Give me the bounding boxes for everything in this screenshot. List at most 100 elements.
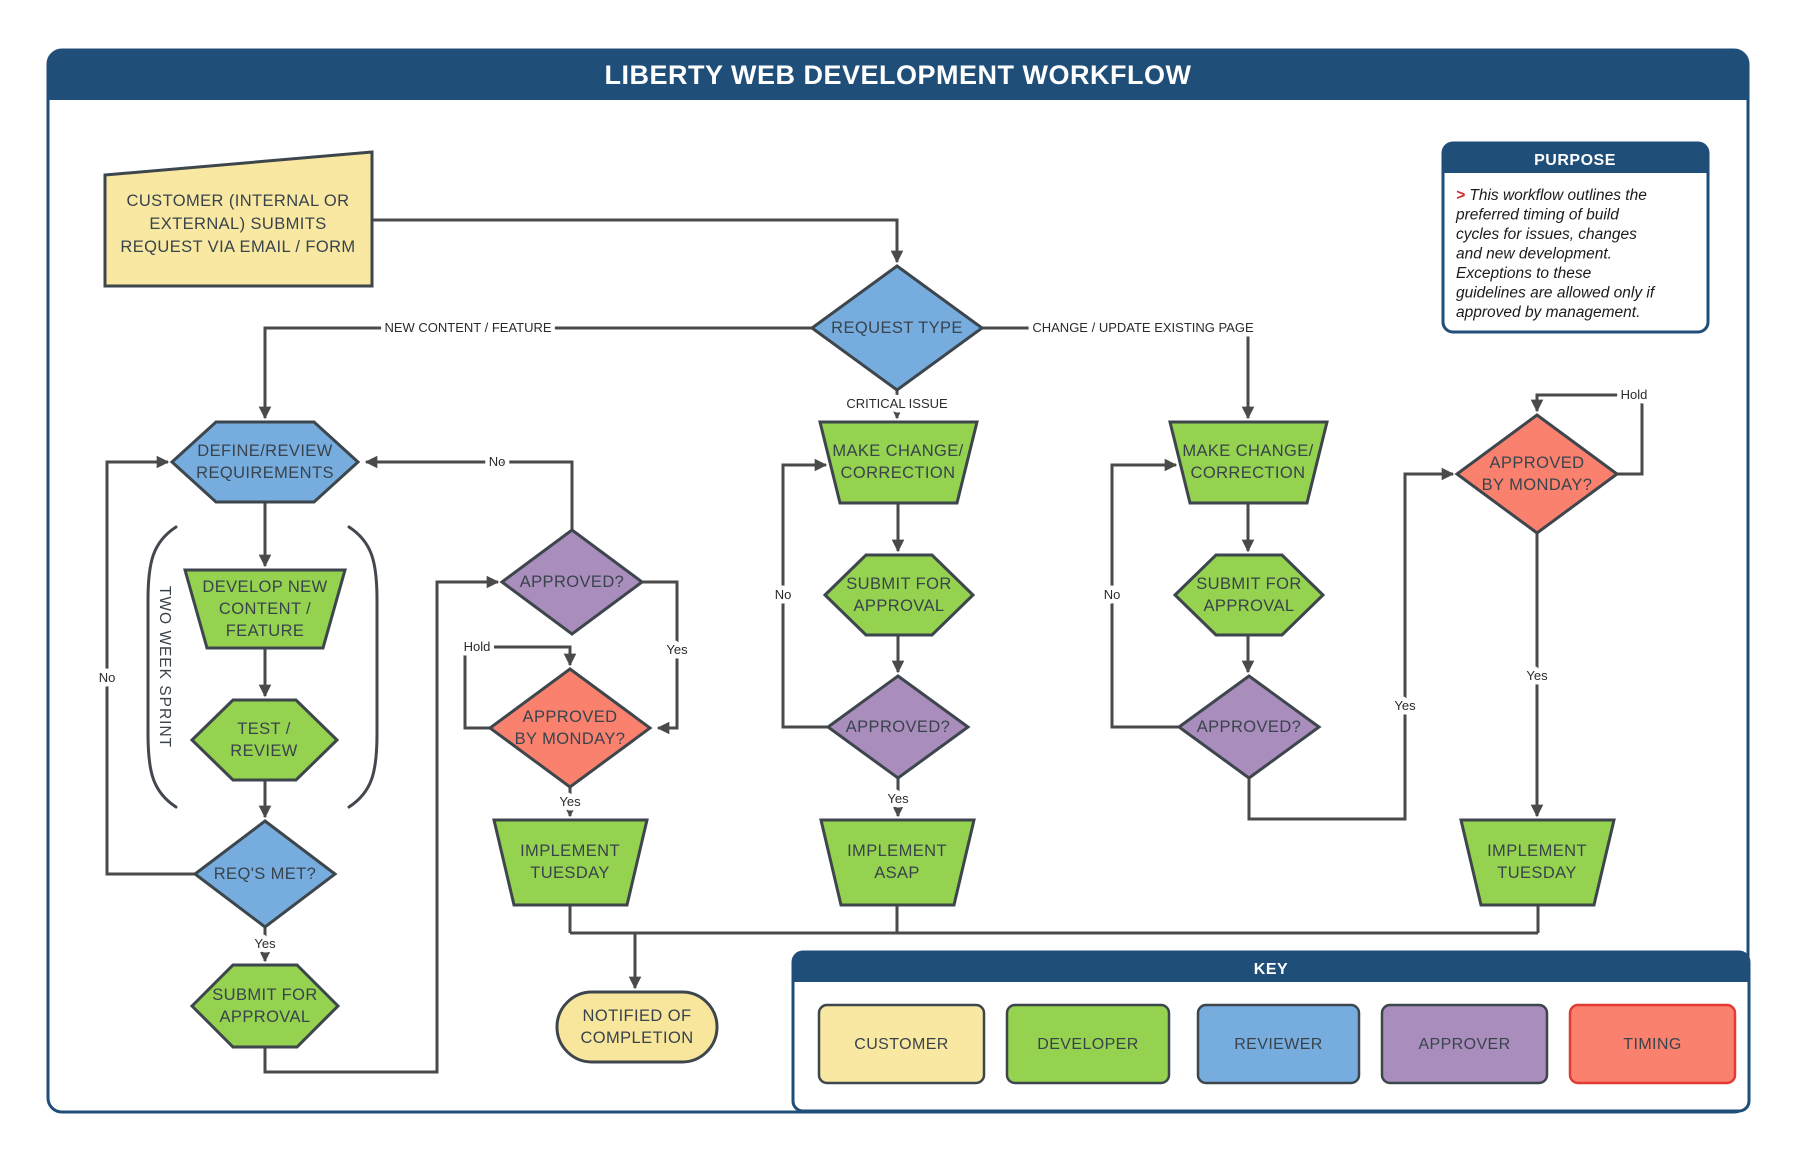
edge-label: Yes: [1394, 698, 1416, 713]
key-item-reviewer: REVIEWER: [1196, 1003, 1361, 1085]
purpose-line-6: guidelines are allowed only if: [1456, 285, 1656, 302]
submit-for-approval-critical-label: SUBMIT FOR: [846, 575, 951, 593]
key-item-label: DEVELOPER: [1037, 1036, 1138, 1053]
key-item-customer: CUSTOMER: [817, 1003, 986, 1085]
edge-label: No: [775, 587, 792, 602]
submit-for-approval-critical: SUBMIT FOR APPROVAL: [822, 553, 976, 637]
connector-9: [105, 455, 195, 876]
approved-by-monday-update-label: APPROVED: [1490, 454, 1585, 472]
connector-23: [1530, 393, 1644, 476]
notified-of-completion-label: NOTIFIED OF: [583, 1007, 692, 1025]
customer-request-input-label: REQUEST VIA EMAIL / FORM: [120, 238, 355, 256]
purpose-text: > This workflow outlines the preferred ti…: [1455, 187, 1656, 321]
key-item-label: APPROVER: [1418, 1036, 1510, 1053]
request-type-decision-label: REQUEST TYPE: [831, 319, 963, 337]
connector-4: [982, 326, 1255, 420]
define-review-requirements: DEFINE/REVIEW REQUIREMENTS: [169, 420, 361, 504]
customer-request-input: CUSTOMER (INTERNAL OR EXTERNAL) SUBMITS RE…: [103, 150, 374, 288]
page-title: LIBERTY WEB DEVELOPMENT WORKFLOW: [605, 60, 1192, 90]
purpose-line-1: > This workflow outlines the: [1456, 187, 1647, 204]
edge-label: Yes: [559, 794, 581, 809]
implement-tuesday-update-label: IMPLEMENT: [1487, 842, 1587, 860]
purpose-line-4: and new development.: [1456, 246, 1612, 263]
connector-22: [1247, 467, 1455, 821]
make-change-update-label: CORRECTION: [1191, 464, 1306, 482]
purpose-line-3: cycles for issues, changes: [1456, 226, 1637, 243]
approved-decision-update-label: APPROVED?: [1197, 718, 1301, 736]
implement-tuesday-update: IMPLEMENT TUESDAY: [1459, 818, 1616, 907]
connector-21: [1110, 458, 1179, 729]
define-review-requirements-label: REQUIREMENTS: [196, 464, 334, 482]
make-change-critical: MAKE CHANGE/CORRECTION: [818, 420, 979, 505]
approved-decision-critical: APPROVED?: [825, 674, 971, 780]
purpose-header: PURPOSE: [1534, 152, 1616, 169]
submit-for-approval-critical-label: APPROVAL: [854, 597, 945, 615]
connector-10: [263, 575, 500, 1074]
implement-asap-label: IMPLEMENT: [847, 842, 947, 860]
notified-of-completion: NOTIFIED OF COMPLETION: [555, 990, 719, 1064]
key-header-band: [793, 952, 1749, 982]
edge-label: Hold: [1621, 387, 1648, 402]
test-review: TEST /REVIEW: [189, 698, 340, 782]
test-review-label: TEST /: [237, 720, 290, 738]
make-change-update-label: MAKE CHANGE/: [1182, 442, 1313, 460]
connector-3: [258, 326, 812, 420]
implement-asap-label: ASAP: [874, 864, 920, 882]
connector-11: [364, 455, 574, 530]
approved-decision-new: APPROVED?: [499, 528, 645, 636]
request-type-decision: REQUEST TYPE: [809, 264, 985, 392]
key-item-label: CUSTOMER: [854, 1036, 948, 1053]
define-review-requirements-label: DEFINE/REVIEW: [197, 442, 332, 460]
edge-label: No: [99, 670, 116, 685]
purpose-line-2: preferred timing of build: [1455, 207, 1620, 224]
make-change-update: MAKE CHANGE/CORRECTION: [1168, 420, 1329, 505]
sprint-bracket-right: [347, 525, 379, 809]
key-item-label: REVIEWER: [1234, 1036, 1323, 1053]
key-header: KEY: [1254, 961, 1288, 978]
submit-for-approval-update: SUBMIT FOR APPROVAL: [1172, 553, 1326, 637]
submit-for-approval-new: SUBMIT FOR APPROVAL: [189, 963, 341, 1049]
develop-new-content-label: DEVELOP NEW: [202, 578, 327, 596]
key-item-developer: DEVELOPER: [1005, 1003, 1171, 1085]
key-item-approver: APPROVER: [1380, 1003, 1549, 1085]
approved-by-monday-new-label: APPROVED: [523, 708, 618, 726]
connector-13: [463, 645, 577, 730]
submit-for-approval-update-label: SUBMIT FOR: [1196, 575, 1301, 593]
edge-label: Yes: [1526, 668, 1548, 683]
submit-for-approval-new-label: SUBMIT FOR: [212, 986, 317, 1004]
purpose-header-band: [1443, 143, 1708, 173]
purpose-line-7: approved by management.: [1456, 304, 1640, 321]
submit-for-approval-update-label: APPROVAL: [1204, 597, 1295, 615]
approved-decision-critical-label: APPROVED?: [846, 718, 950, 736]
edge-label: No: [489, 454, 506, 469]
title-band: [48, 50, 1748, 100]
approved-decision-new-label: APPROVED?: [520, 573, 624, 591]
make-change-critical-label: MAKE CHANGE/: [832, 442, 963, 460]
purpose-line-5: Exceptions to these: [1456, 265, 1592, 282]
make-change-critical-label: CORRECTION: [841, 464, 956, 482]
approved-decision-update: APPROVED?: [1176, 674, 1322, 780]
edge-label: CRITICAL ISSUE: [846, 396, 948, 411]
edge-label: Yes: [887, 791, 909, 806]
key-item-timing: TIMING: [1568, 1003, 1737, 1085]
edge-label: CHANGE / UPDATE EXISTING PAGE: [1032, 320, 1254, 335]
two-week-sprint-label: TWO WEEK SPRINT: [156, 586, 173, 748]
customer-request-input-label: CUSTOMER (INTERNAL OR: [127, 192, 350, 210]
reqs-met-decision: REQ'S MET?: [192, 819, 338, 929]
edge-label: Yes: [666, 642, 688, 657]
edge-label: Yes: [254, 936, 276, 951]
key-item-label: TIMING: [1623, 1036, 1681, 1053]
customer-request-input-label: EXTERNAL) SUBMITS: [149, 215, 326, 233]
edge-label: NEW CONTENT / FEATURE: [384, 320, 551, 335]
submit-for-approval-new-label: APPROVAL: [220, 1008, 311, 1026]
notified-of-completion-label: COMPLETION: [580, 1029, 693, 1047]
connector-12: [642, 580, 679, 735]
approved-by-monday-update-label: BY MONDAY?: [1482, 476, 1593, 494]
implement-asap: IMPLEMENT ASAP: [819, 818, 976, 907]
connector-1: [372, 218, 904, 264]
develop-new-content-label: CONTENT /: [219, 600, 311, 618]
implement-tuesday-update-label: TUESDAY: [1497, 864, 1577, 882]
approved-by-monday-update: APPROVED BY MONDAY?: [1454, 413, 1620, 535]
approved-by-monday-new-label: BY MONDAY?: [515, 730, 626, 748]
